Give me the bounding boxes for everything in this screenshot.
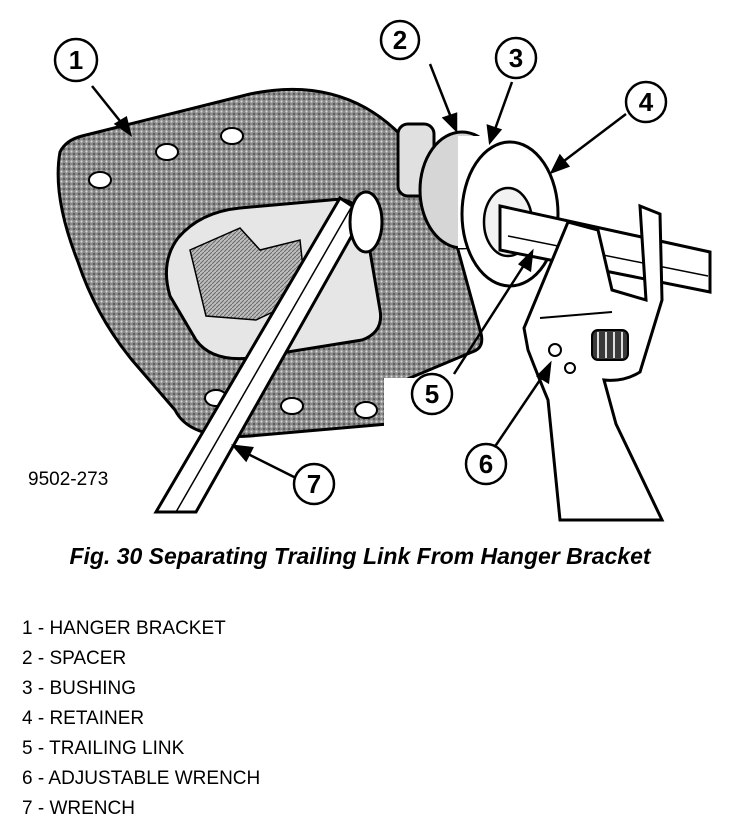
legend-item-hanger-bracket: 1 - HANGER BRACKET — [22, 618, 226, 639]
adjustable-wrench — [522, 203, 665, 522]
callout-4-number: 4 — [639, 87, 654, 117]
callout-2: 2 — [379, 19, 421, 61]
callout-3: 3 — [494, 36, 538, 80]
figure-id-label: 9502-273 — [28, 469, 108, 490]
callout-6-number: 6 — [479, 449, 493, 479]
callout-7: 7 — [292, 462, 336, 506]
callout-2-number: 2 — [393, 25, 407, 55]
legend-item-trailing-link: 5 - TRAILING LINK — [22, 738, 185, 759]
callout-1: 1 — [53, 37, 99, 83]
callout-6: 6 — [464, 442, 508, 486]
legend-item-wrench: 7 - WRENCH — [22, 798, 135, 819]
callout-1-number: 1 — [69, 45, 83, 75]
wrench — [153, 190, 384, 514]
callout-4: 4 — [624, 80, 668, 124]
legend-item-spacer: 2 - SPACER — [22, 648, 127, 669]
callout-5: 5 — [410, 372, 454, 416]
callout-7-number: 7 — [307, 469, 321, 499]
legend-item-adjustable-wrench: 6 - ADJUSTABLE WRENCH — [22, 768, 261, 789]
diagram-illustration: 1 2 3 4 5 6 7 9502-273 — [28, 19, 712, 522]
parts-legend: 1 - HANGER BRACKET 2 - SPACER 3 - BUSHIN… — [22, 614, 260, 824]
hanger-bracket — [56, 87, 484, 438]
figure-caption: Fig. 30 Separating Trailing Link From Ha… — [69, 543, 651, 569]
legend-item-retainer: 4 - RETAINER — [22, 708, 145, 729]
callout-5-number: 5 — [425, 379, 439, 409]
leader-lines — [91, 63, 627, 480]
callout-3-number: 3 — [509, 43, 523, 73]
legend-item-bushing: 3 - BUSHING — [22, 678, 137, 699]
